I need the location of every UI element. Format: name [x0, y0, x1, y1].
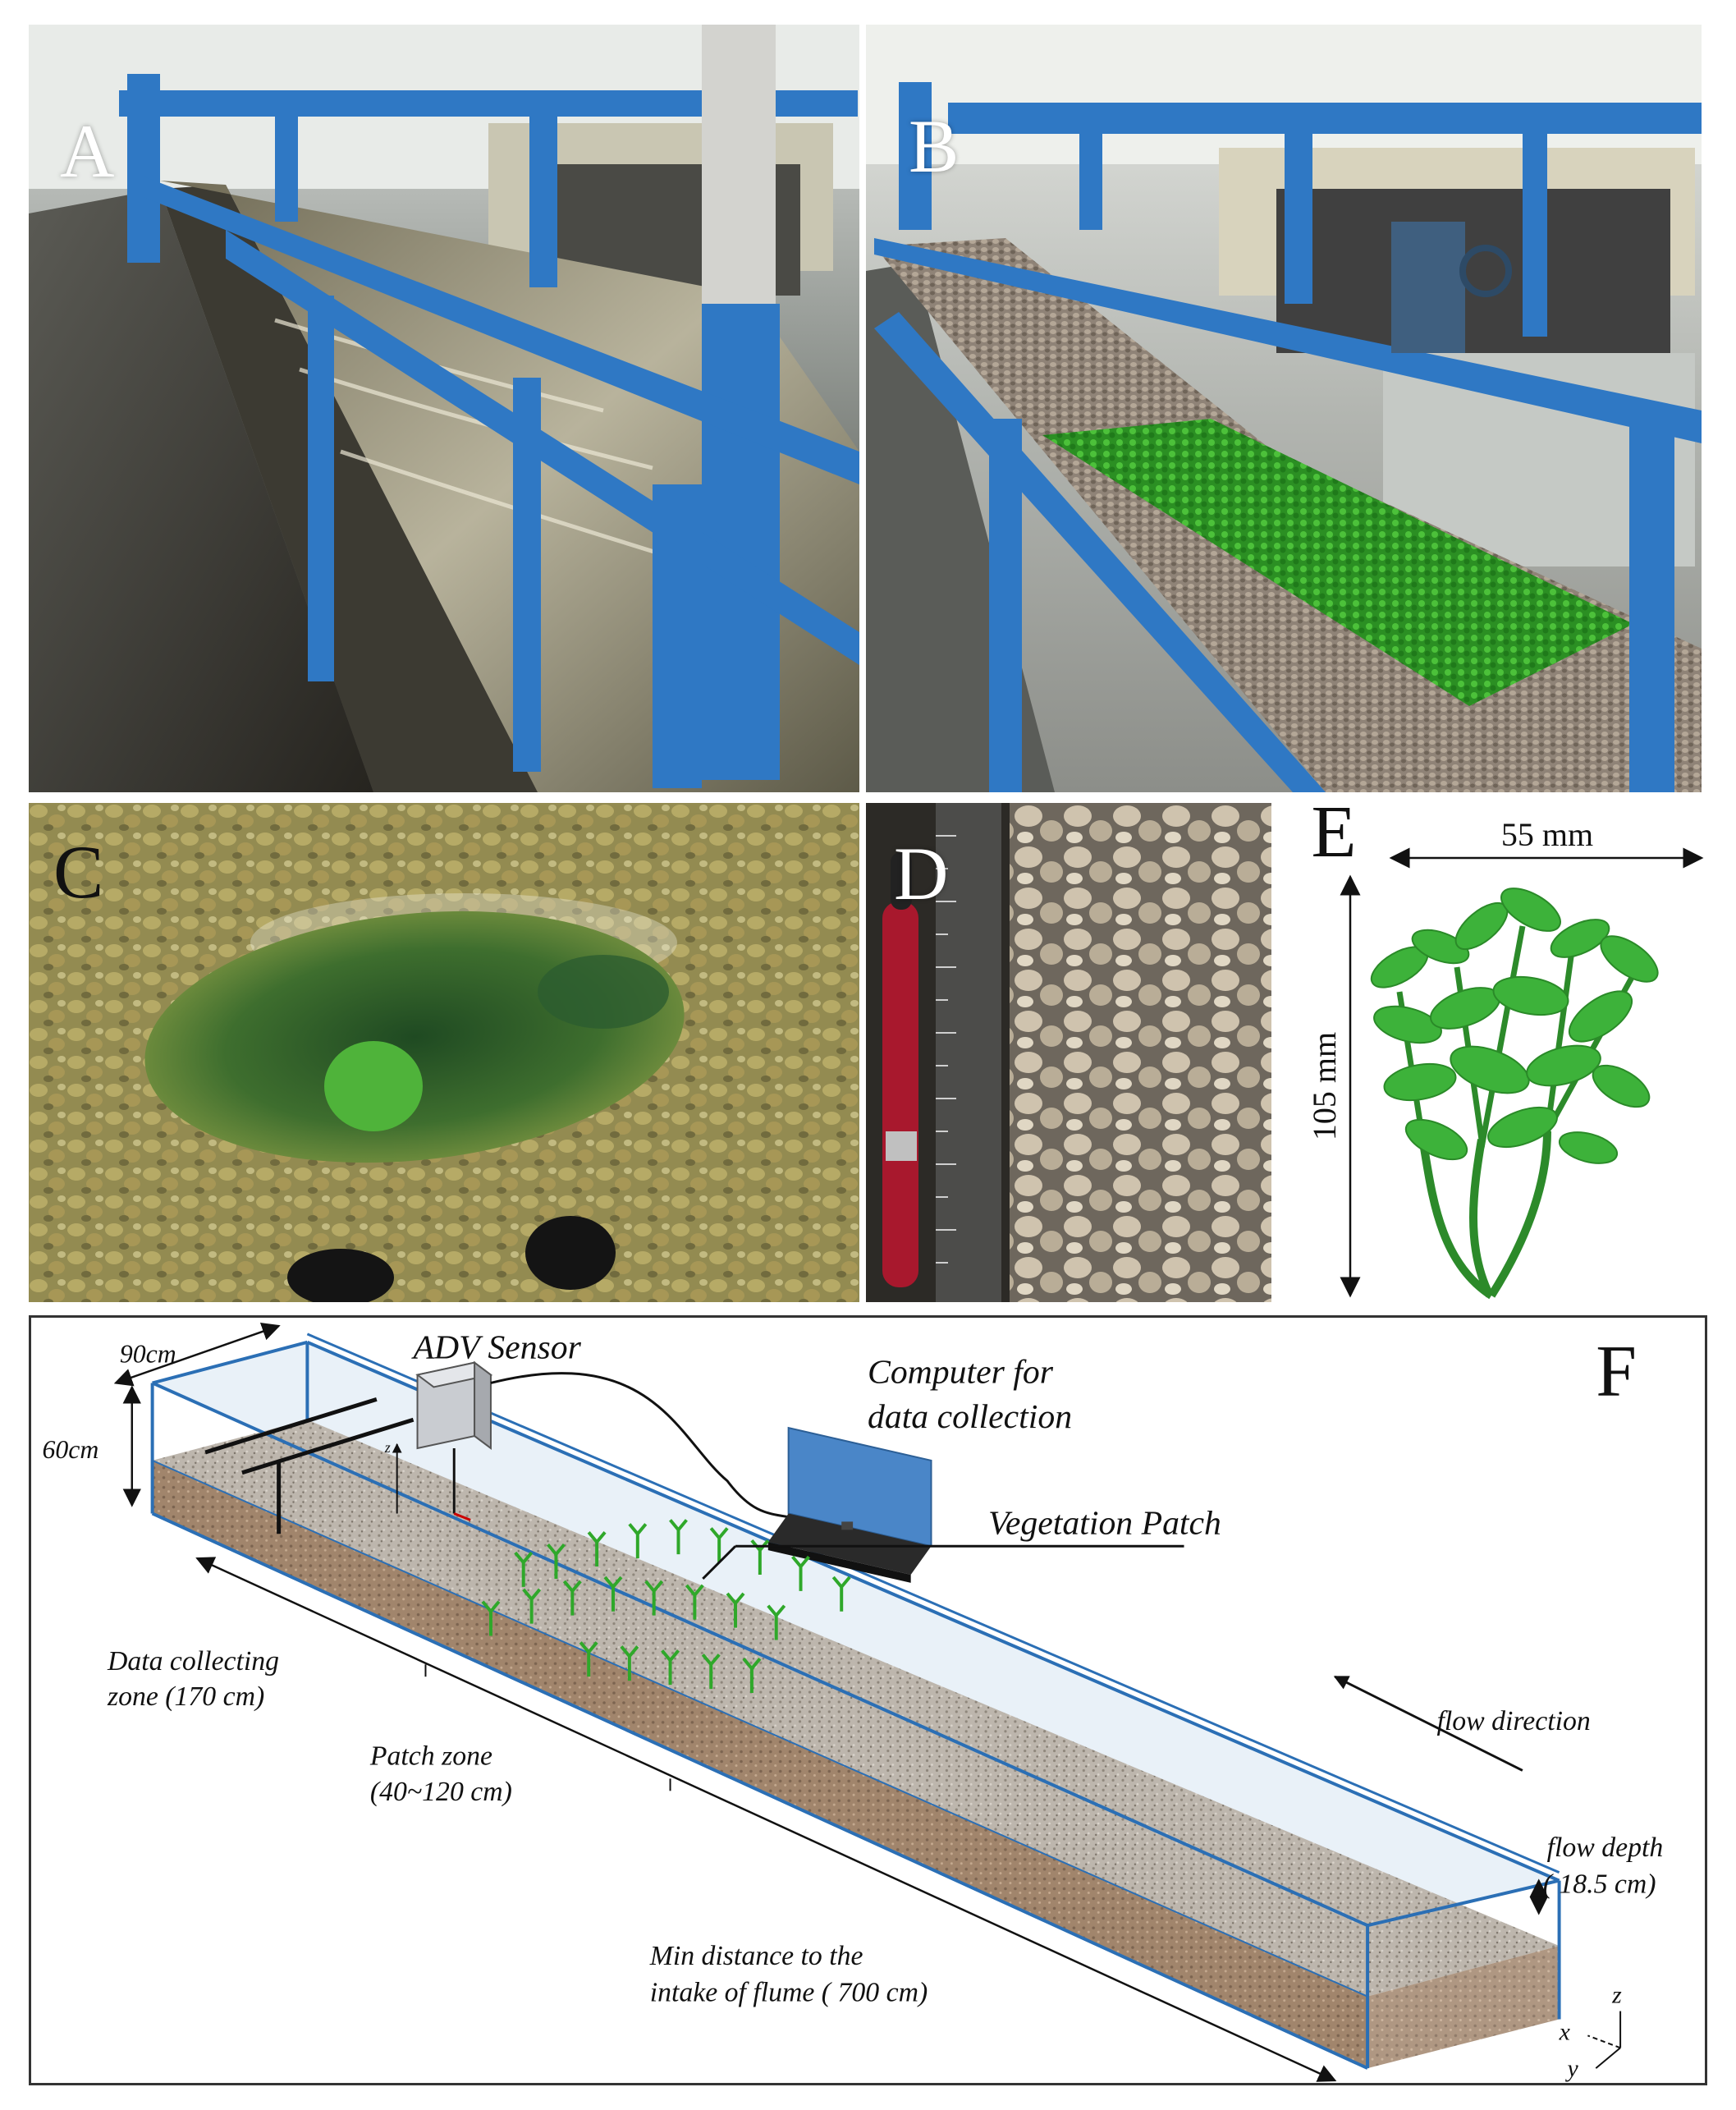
zone-dimension-line	[195, 1557, 1337, 2082]
vegetation-patch-label: Vegetation Patch	[988, 1504, 1221, 1542]
photo-panel-a: A	[29, 25, 859, 792]
plant-dimension-panel: 55 mm 105 mm	[1276, 803, 1707, 1302]
measuring-carriage	[204, 1397, 415, 1534]
min-distance-label-2: intake of flume ( 700 cm)	[650, 1978, 928, 2008]
flow-depth-label-1: flow depth	[1547, 1832, 1664, 1863]
panel-label-e: E	[1312, 803, 1357, 873]
artificial-plant-figure: 55 mm 105 mm	[1306, 803, 1704, 1300]
flow-direction-arrow	[1333, 1675, 1523, 1772]
sensor-cable	[490, 1372, 793, 1519]
data-zone-label-1: Data collecting	[107, 1646, 279, 1677]
axis-y-label: y	[1565, 2055, 1579, 2082]
computer-label-1: Computer for	[868, 1353, 1054, 1391]
height-60cm-label: 60cm	[42, 1435, 98, 1464]
gravel-ruler-photo	[866, 803, 1271, 1302]
axis-x-label: x	[1559, 2018, 1570, 2045]
flow-direction-label: flow direction	[1437, 1706, 1591, 1736]
width-90cm-arrow	[113, 1323, 281, 1387]
flume-schematic-panel: z	[29, 1315, 1707, 2085]
sensor-z-label: z	[384, 1439, 391, 1456]
flume-vegetation-photo	[866, 25, 1702, 792]
photo-panel-d: D	[866, 803, 1271, 1302]
photo-panel-b: B	[866, 25, 1702, 792]
photo-panel-c: C	[29, 803, 859, 1302]
adv-sensor-box	[415, 1360, 493, 1521]
coordinate-axes	[1587, 2011, 1622, 2069]
width-90cm-label: 90cm	[120, 1340, 176, 1369]
flume-water-photo	[29, 25, 859, 792]
panel-label-b: B	[909, 104, 960, 188]
patch-zone-label-1: Patch zone	[369, 1741, 492, 1771]
plant-width-label: 55 mm	[1501, 816, 1593, 853]
min-distance-label-1: Min distance to the	[649, 1941, 863, 1971]
panel-label-c: C	[53, 830, 104, 914]
flow-depth-label-2: ( 18.5 cm)	[1543, 1869, 1656, 1899]
plant-height-label: 105 mm	[1306, 1032, 1343, 1140]
adv-sensor-label: ADV Sensor	[411, 1329, 582, 1367]
panel-label-d: D	[894, 832, 949, 915]
panel-label-f: F	[1596, 1330, 1637, 1411]
flume-schematic: z	[42, 1323, 1664, 2082]
panel-label-a: A	[60, 109, 115, 193]
patch-zone-label-2: (40~120 cm)	[370, 1777, 512, 1807]
underwater-patch-photo	[29, 803, 859, 1302]
data-zone-label-2: zone (170 cm)	[107, 1681, 264, 1712]
computer-label-2: data collection	[868, 1398, 1072, 1436]
plant-illustration	[1370, 888, 1659, 1300]
axis-z-label: z	[1611, 1982, 1622, 2009]
